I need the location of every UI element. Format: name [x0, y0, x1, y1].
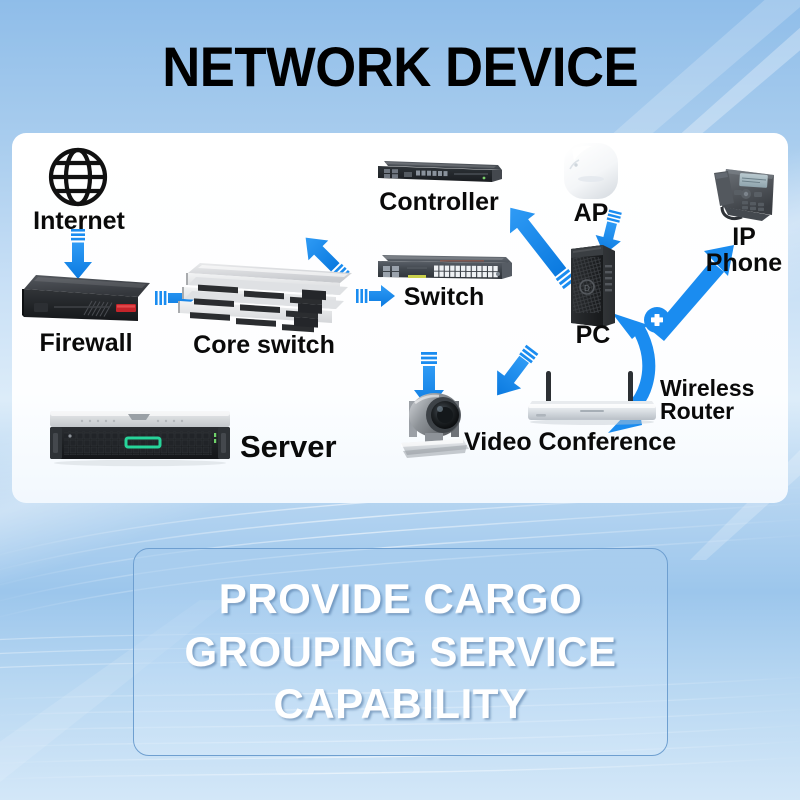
node-ap[interactable]: [558, 139, 624, 210]
page-title: NETWORK DEVICE: [162, 35, 638, 98]
wireless-router-icon: [528, 371, 656, 425]
node-internet[interactable]: [46, 145, 110, 214]
firewall-appliance-icon: [22, 275, 150, 321]
label-internet: Internet: [33, 207, 125, 235]
desk-phone-icon: [714, 169, 774, 221]
label-ap: AP: [573, 199, 609, 227]
node-ip-phone[interactable]: [702, 155, 782, 240]
stacked-switch-icon: [178, 263, 352, 333]
node-firewall[interactable]: [20, 273, 152, 336]
node-core-switch[interactable]: [174, 261, 356, 346]
tagline-line-2: GROUPING SERVICE: [184, 627, 617, 675]
label-pc: PC: [575, 321, 611, 349]
tagline-banner: PROVIDE CARGO GROUPING SERVICE CAPABILIT…: [133, 548, 668, 756]
tagline-line-1: PROVIDE CARGO: [218, 574, 583, 622]
label-video-conference: Video Conference: [464, 428, 677, 456]
tagline-line-3: CAPABILITY: [273, 680, 528, 728]
node-video-conference[interactable]: [395, 375, 473, 466]
node-wireless-router[interactable]: [524, 371, 660, 432]
network-diagram-panel: Internet: [12, 133, 788, 503]
page-header: NETWORK DEVICE: [0, 0, 800, 133]
label-wireless-router: Wireless Router: [660, 375, 755, 425]
rack-controller-icon: [378, 161, 502, 182]
label-switch: Switch: [403, 283, 485, 311]
rack-switch-icon: [378, 255, 512, 279]
arrow-internet-to-firewall: [64, 229, 92, 279]
rack-server-icon: [50, 411, 230, 467]
desktop-tower-icon: D: [571, 245, 615, 327]
node-pc[interactable]: D: [565, 243, 621, 334]
svg-text:D: D: [584, 284, 590, 293]
label-firewall: Firewall: [39, 329, 133, 357]
node-switch[interactable]: [374, 251, 514, 292]
label-core-switch: Core switch: [193, 331, 335, 359]
label-controller: Controller: [379, 188, 499, 216]
plus-icon: [651, 314, 663, 326]
label-ip-phone: IP Phone: [705, 223, 783, 277]
node-controller[interactable]: [374, 157, 504, 196]
node-server[interactable]: [42, 405, 238, 478]
label-server: Server: [240, 429, 337, 464]
globe-icon: [48, 147, 108, 207]
access-point-icon: [564, 143, 618, 199]
junction-badge-circle: [644, 307, 670, 333]
ptz-camera-icon: [401, 393, 469, 458]
